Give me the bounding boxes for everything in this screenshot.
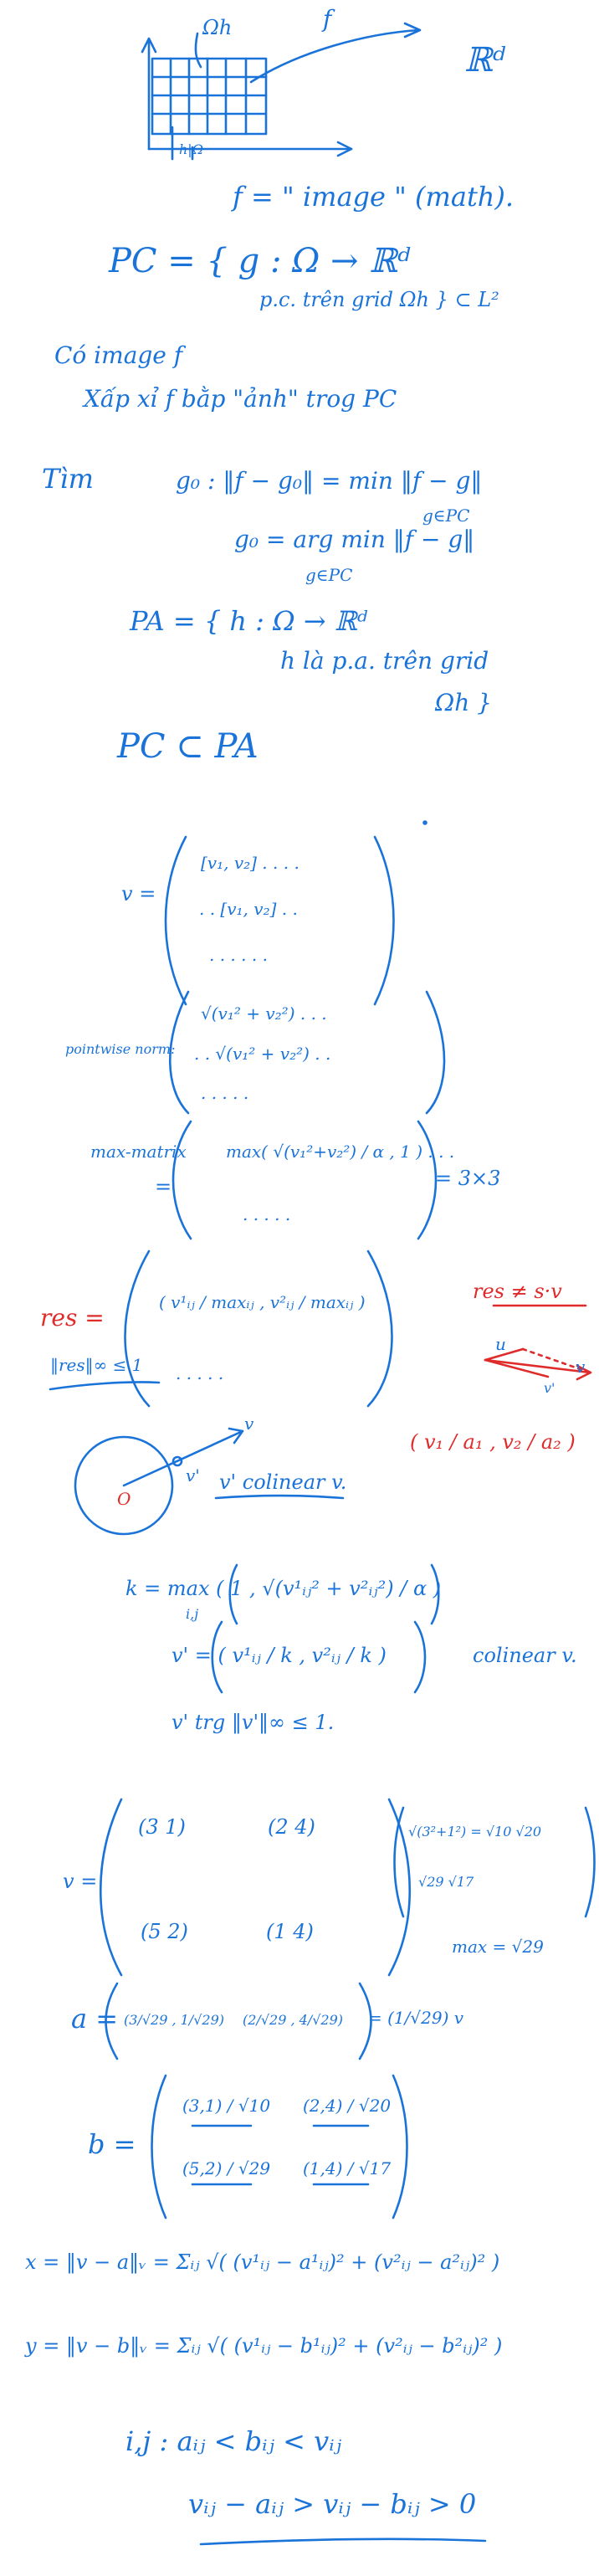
- max-value: max = √29: [452, 1937, 544, 1957]
- a-equals-scaled-v: = (1/√29) v: [368, 2008, 464, 2028]
- a-label: a =: [71, 2003, 119, 2035]
- sketch-grid: [151, 32, 268, 161]
- vector-u-label: u: [495, 1334, 506, 1354]
- g0-definition: g₀ : ‖f − g₀‖ = min ‖f − g‖: [176, 467, 483, 495]
- pa-definition-line-2: h là p.a. trên grid: [280, 647, 489, 675]
- pa-definition-line-3: Ωh }: [435, 689, 492, 716]
- pc-subset-pa: PC ⊂ PA: [117, 727, 259, 766]
- k-definition: k = max ( 1 , √(v¹ᵢⱼ² + v²ᵢⱼ²) / α ): [125, 1577, 442, 1600]
- res-label: res =: [40, 1304, 105, 1332]
- res-not-scaled-v: res ≠ s·v: [473, 1280, 562, 1303]
- v-example-11: (3 1): [138, 1815, 186, 1839]
- colinear-note-2: colinear v.: [473, 1644, 577, 1667]
- pc-definition-line-1: PC = { g : Ω → ℝᵈ: [109, 242, 411, 280]
- sketch-arrow-f: [249, 22, 422, 84]
- v-matrix-row-1: [v₁, v₂] . . . .: [201, 853, 300, 873]
- a-entry-11: (3/√29 , 1/√29): [124, 2012, 224, 2028]
- a-entry-12: (2/√29 , 4/√29): [243, 2012, 343, 2028]
- max-matrix-row-2: . . . . .: [243, 1204, 291, 1224]
- omega-h-label: Ωh: [202, 16, 233, 39]
- max-matrix-size: = 3×3: [435, 1167, 501, 1190]
- arrow-f-label: f: [323, 5, 332, 33]
- tim-text: Tìm: [42, 463, 94, 495]
- vector-v-prime-label: v': [544, 1380, 555, 1396]
- g0-subscript: g∈PC: [422, 505, 470, 526]
- argmin-line: g₀ = arg min ‖f − g‖: [234, 526, 475, 553]
- pointwise-row-3: . . . . .: [201, 1083, 249, 1103]
- max-matrix-equals: =: [155, 1175, 172, 1198]
- v-matrix-row-2: . . [v₁, v₂] . .: [199, 899, 298, 919]
- codomain-label: ℝᵈ: [464, 41, 506, 80]
- pa-definition-line-1: PA = { h : Ω → ℝᵈ: [130, 605, 368, 637]
- circle-v-prime-label: v': [186, 1465, 200, 1486]
- omega-h-bottom-label: h|Ω: [179, 141, 203, 157]
- v-matrix-label: v =: [121, 882, 156, 906]
- v-matrix-row-3: . . . . . .: [209, 945, 268, 965]
- b-entry-21: (5,2) / √29: [182, 2158, 271, 2178]
- circle-v-label: v: [244, 1414, 254, 1434]
- vector-v-label: v: [576, 1357, 586, 1377]
- unit-circle: [74, 1427, 244, 1536]
- xap-xi-text: Xấp xỉ f bằp "ảnh" trog PC: [84, 385, 397, 413]
- x-definition: x = ‖v − a‖ᵥ = Σᵢⱼ √( (v¹ᵢⱼ − a¹ᵢⱼ)² + (…: [25, 2250, 500, 2274]
- co-image-text: Có image f: [54, 341, 183, 369]
- b-label: b =: [88, 2128, 136, 2160]
- v-prime-norm: v' trg ‖v'‖∞ ≤ 1.: [172, 1711, 335, 1734]
- origin-label: O: [117, 1489, 131, 1509]
- v-example-12: (2 4): [268, 1815, 315, 1839]
- f-definition: f = " image " (math).: [233, 181, 515, 213]
- v-example-22: (1 4): [266, 1920, 314, 1943]
- v-prime-definition: v' = ( v¹ᵢⱼ / k , v²ᵢⱼ / k ): [172, 1644, 387, 1667]
- k-subscript: i,j: [186, 1606, 199, 1622]
- max-matrix-row-1: max( √(v₁²+v₂²) / α , 1 ) . . .: [226, 1142, 455, 1162]
- inequality-2: vᵢⱼ − aᵢⱼ > vᵢⱼ − bᵢⱼ > 0: [188, 2488, 477, 2520]
- max-matrix-label: max-matrix: [90, 1142, 187, 1162]
- v-example-label: v =: [63, 1870, 98, 1893]
- pointwise-row-1: √(v₁² + v₂²) . . .: [201, 1003, 327, 1024]
- sketch-axes: [141, 37, 353, 157]
- v-example-21: (5 2): [141, 1920, 188, 1943]
- inequality-1: i,j : aᵢⱼ < bᵢⱼ < vᵢⱼ: [125, 2425, 342, 2457]
- b-entry-12: (2,4) / √20: [303, 2096, 392, 2116]
- argmin-subscript: g∈PC: [305, 565, 353, 585]
- red-fraction: ( v₁ / a₁ , v₂ / a₂ ): [410, 1430, 576, 1454]
- norm-row-1: √(3²+1²) = √10 √20: [408, 1824, 542, 1840]
- b-entry-11: (3,1) / √10: [182, 2096, 271, 2116]
- y-definition: y = ‖v − b‖ᵥ = Σᵢⱼ √( (v¹ᵢⱼ − b¹ᵢⱼ)² + (…: [25, 2334, 503, 2358]
- pointwise-norm-label: pointwise norm:: [65, 1041, 176, 1057]
- b-entry-22: (1,4) / √17: [303, 2158, 392, 2178]
- res-norm-bound: ‖res‖∞ ≤ 1: [50, 1355, 143, 1375]
- res-row-2: . . . . .: [176, 1363, 224, 1383]
- res-entry: ( v¹ᵢⱼ / maxᵢⱼ , v²ᵢⱼ / maxᵢⱼ ): [159, 1292, 366, 1312]
- colinear-note-1: v' colinear v.: [219, 1470, 347, 1494]
- pc-definition-line-2: p.c. trên grid Ωh } ⊂ L²: [259, 288, 499, 311]
- pointwise-row-2: . . √(v₁² + v₂²) . .: [194, 1044, 331, 1064]
- norm-row-2: √29 √17: [418, 1874, 474, 1890]
